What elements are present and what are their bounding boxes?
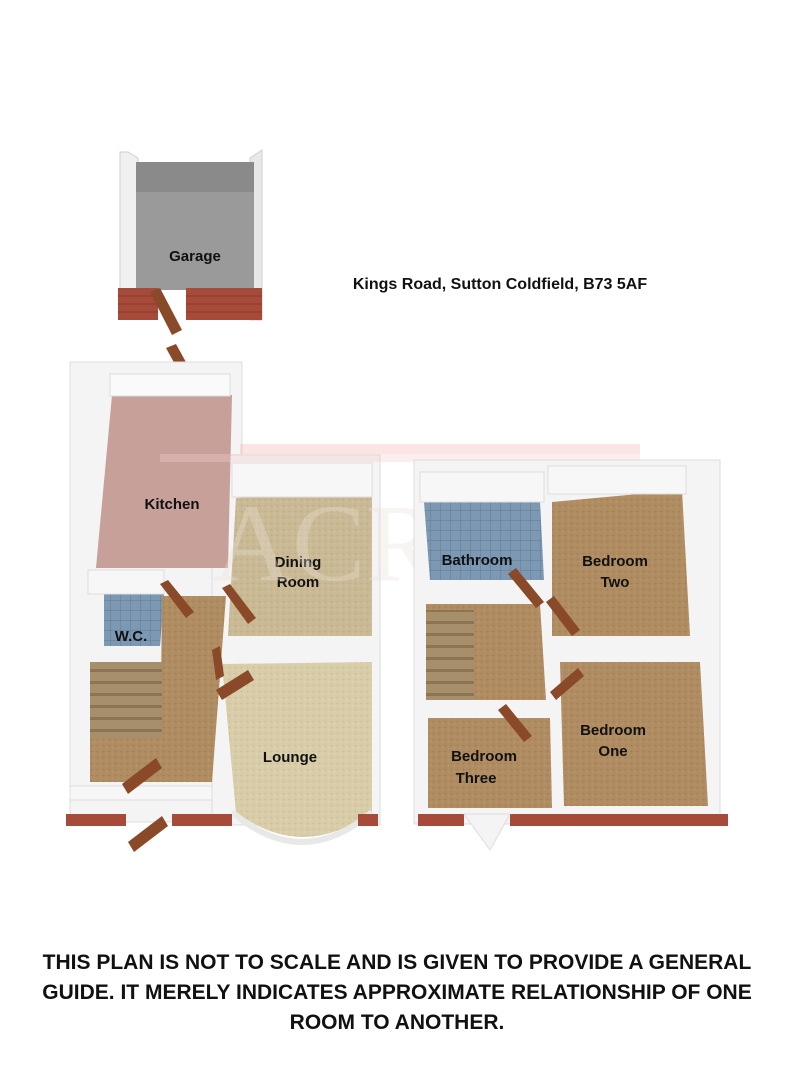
bedroom-two-label-line1: Bedroom [582, 553, 648, 570]
disclaimer-text: THIS PLAN IS NOT TO SCALE AND IS GIVEN T… [42, 951, 752, 1034]
bedroom-three-door-icon [498, 704, 532, 742]
bedroom-two-label-line2: Two [601, 574, 630, 591]
lounge-door-icon [216, 670, 254, 700]
bedroom-one-label-line2: One [598, 743, 627, 760]
wc-label: W.C. [115, 628, 148, 645]
garage-label: Garage [169, 248, 221, 265]
first-floor: Bathroom Bedroom Two Bedroom One Bedroom… [413, 459, 728, 851]
dining-room-label-line2: Room [277, 574, 320, 591]
bedroom-one-door-icon [550, 668, 584, 700]
wc-door-icon [212, 646, 224, 680]
front-door-icon [128, 816, 168, 852]
bedroom-three-label-line1: Bedroom [451, 748, 517, 765]
dining-room-label-line1: Dining [275, 554, 322, 571]
hall-door-icon [122, 758, 162, 794]
bedroom-one-label-line1: Bedroom [580, 722, 646, 739]
dining-door-icon [222, 584, 256, 624]
lounge-label: Lounge [263, 749, 317, 766]
bedroom-three-label-line2: Three [456, 770, 497, 787]
property-address: Kings Road, Sutton Coldfield, B73 5AF [352, 276, 648, 293]
garage-door-icon [150, 288, 182, 335]
kitchen-door-icon [160, 580, 194, 618]
bathroom-label: Bathroom [442, 552, 513, 569]
bedroom-two-door-icon [546, 596, 580, 636]
kitchen-label: Kitchen [144, 496, 199, 513]
garage: Garage [118, 149, 263, 321]
bathroom-door-icon [508, 568, 544, 608]
ground-floor: Kitchen Dining Room W.C. Lounge [66, 361, 381, 845]
